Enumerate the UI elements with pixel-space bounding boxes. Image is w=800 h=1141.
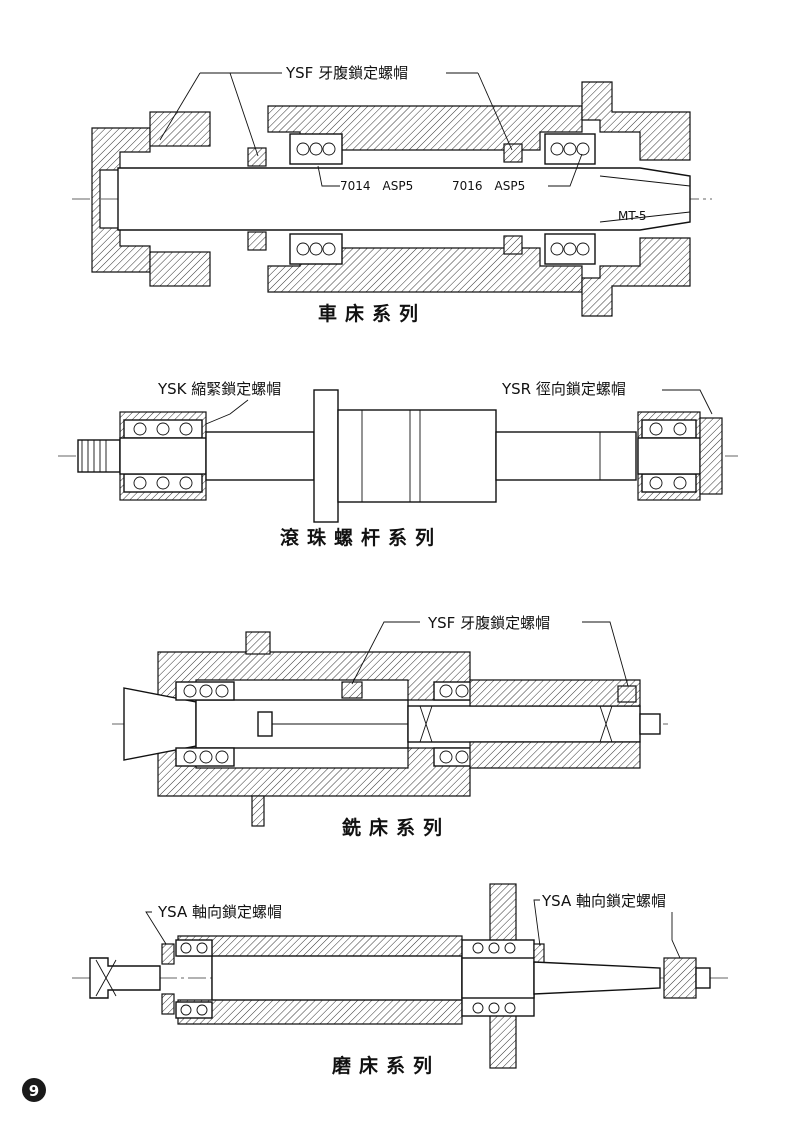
lathe-bearing-2-label: 7016 ASP5 bbox=[452, 179, 525, 193]
ballscrew-drawing bbox=[58, 389, 738, 523]
milling-caption: 銑床系列 bbox=[341, 816, 450, 839]
ballscrew-caption: 滾珠螺杆系列 bbox=[280, 526, 442, 549]
lathe-caption: 車床系列 bbox=[318, 302, 426, 325]
grinding-ysa-right-label: YSA 軸向鎖定螺帽 bbox=[541, 892, 666, 910]
lathe-spindle-drawing bbox=[72, 72, 712, 317]
milling-ysf-label: YSF 牙腹鎖定螺帽 bbox=[427, 614, 550, 632]
lathe-bearing-1-label: 7014 ASP5 bbox=[340, 179, 413, 193]
lathe-ysf-label: YSF 牙腹鎖定螺帽 bbox=[285, 64, 408, 82]
milling-spindle-drawing bbox=[112, 621, 668, 827]
ballscrew-ysr-label: YSR 徑向鎖定螺帽 bbox=[501, 380, 626, 398]
ballscrew-ysk-label: YSK 縮緊鎖定螺帽 bbox=[157, 380, 281, 398]
page-number: 9 bbox=[29, 1082, 39, 1100]
lathe-taper-label: MT-5 bbox=[618, 209, 647, 223]
page-number-badge: 9 bbox=[22, 1078, 46, 1102]
grinding-caption: 磨床系列 bbox=[331, 1054, 440, 1077]
grinding-spindle-drawing bbox=[72, 883, 730, 1069]
grinding-ysa-left-label: YSA 軸向鎖定螺帽 bbox=[157, 903, 282, 921]
